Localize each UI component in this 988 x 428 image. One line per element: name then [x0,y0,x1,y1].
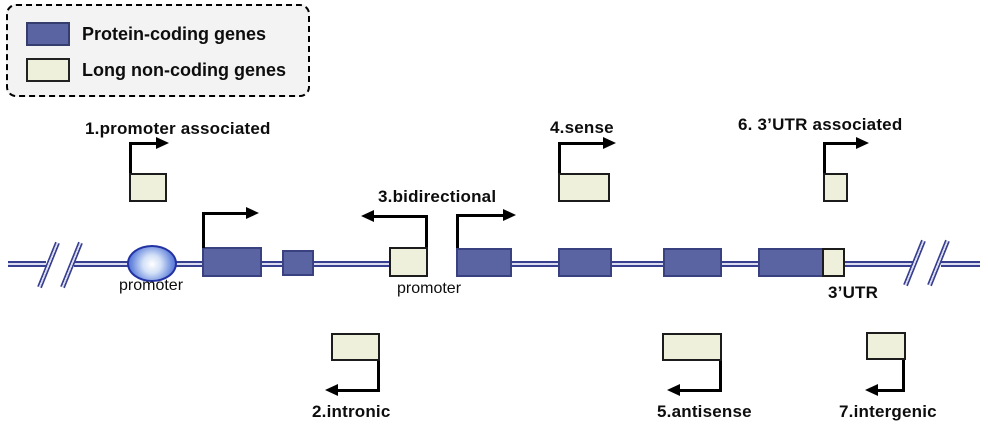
utr3-box [822,248,845,277]
exon-gene2-3 [663,248,722,277]
arrow-sense [558,142,603,145]
arrow-utr-associated [823,142,856,145]
arrow-bidirectional-left [425,215,428,248]
lncrna-box-intergenic [866,332,906,360]
arrowhead-right-icon [156,137,169,149]
arrowhead-left-icon [325,384,338,396]
label-sense: 4.sense [550,118,614,137]
legend-swatch-protein-coding [26,22,70,46]
promoter-label-left: promoter [119,277,184,294]
arrowhead-left-icon [865,384,878,396]
label-promoter-associated: 1.promoter associated [85,119,271,138]
arrow-promoter-associated [129,143,132,174]
arrow-sense [558,143,561,174]
promoter-oval [127,245,177,282]
arrowhead-right-icon [603,137,616,149]
label-intronic: 2.intronic [312,402,391,421]
exon-gene1-2 [282,250,314,276]
arrow-bidirectional-left [374,215,428,218]
label-utr3: 3’UTR [828,283,879,302]
exon-gene2-4 [758,248,824,277]
legend-box: Protein-coding genes Long non-coding gen… [6,4,310,97]
arrow-intronic [337,389,380,392]
lncrna-box-intronic [331,333,380,361]
arrowhead-right-icon [246,207,259,219]
dna-line-segment [941,261,980,267]
lncrna-box-promoter-associated [129,173,167,202]
arrow-antisense [679,389,722,392]
tss-arrow-gene2 [456,214,503,217]
arrowhead-left-icon [667,384,680,396]
legend-label-protein-coding: Protein-coding genes [82,24,267,44]
dna-line-segment [8,261,46,267]
arrow-intergenic [877,389,905,392]
lncrna-box-antisense [662,333,722,361]
exon-gene1-1 [202,247,262,277]
arrow-intergenic [902,360,905,392]
legend-swatch-long-non-coding [26,58,70,82]
arrow-promoter-associated [129,142,156,145]
exon-gene2-2 [558,248,612,277]
tss-arrow-gene1 [202,212,246,215]
arrow-utr-associated [823,143,826,174]
label-bidirectional: 3.bidirectional [378,187,497,206]
arrow-intronic [377,361,380,392]
arrowhead-right-icon [856,137,869,149]
lncrna-box-sense [558,173,610,202]
lncrna-box-utr-associated [823,173,848,202]
arrowhead-left-icon [361,210,374,222]
legend-label-long-non-coding: Long non-coding genes [82,60,286,80]
label-intergenic: 7.intergenic [839,402,937,421]
tss-arrow-gene2 [456,215,459,248]
tss-arrow-gene1 [202,213,205,248]
arrow-antisense [719,361,722,392]
label-antisense: 5.antisense [657,402,752,421]
arrowhead-right-icon [503,209,516,221]
exon-gene2-1 [456,248,512,277]
promoter-label-bidirectional: promoter [397,280,462,297]
label-utr-associated: 6. 3’UTR associated [738,115,903,134]
lncrna-box-bidirectional [389,247,428,277]
